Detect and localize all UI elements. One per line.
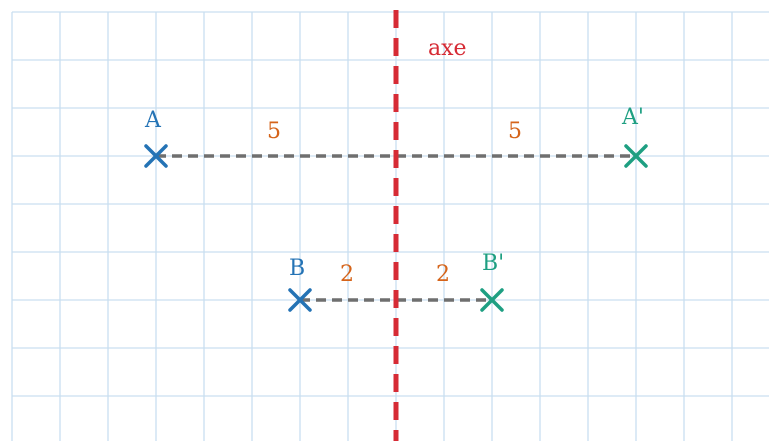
point-b-prime-marker bbox=[480, 288, 504, 312]
point-a-prime-label: A' bbox=[621, 105, 644, 130]
point-a-prime-marker bbox=[624, 144, 648, 168]
axis-label: axe bbox=[428, 36, 467, 61]
distance-label-a-prime: 5 bbox=[508, 119, 522, 144]
point-a-marker bbox=[144, 144, 168, 168]
distance-label-b: 2 bbox=[340, 262, 354, 287]
point-b-prime-label: B' bbox=[482, 251, 504, 276]
distance-label-a: 5 bbox=[267, 119, 281, 144]
point-b-marker bbox=[288, 288, 312, 312]
distance-label-b-prime: 2 bbox=[436, 262, 450, 287]
point-b-label: B bbox=[289, 256, 305, 281]
point-a-label: A bbox=[144, 108, 162, 133]
grid bbox=[11, 11, 769, 441]
